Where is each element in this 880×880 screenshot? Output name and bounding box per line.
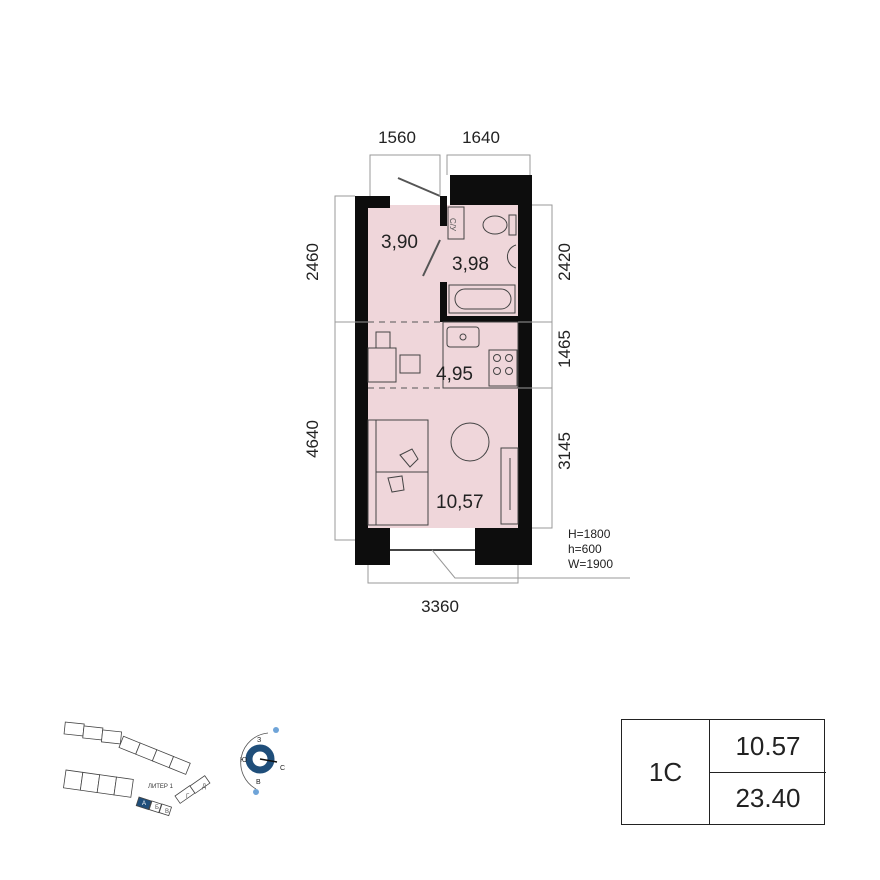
dim-right-2: 1465 [555, 330, 574, 368]
dim-top-right: 1640 [462, 128, 500, 147]
compass [240, 727, 279, 795]
section-d: Д [202, 784, 206, 790]
site-map [63, 721, 211, 817]
total-area-value: 23.40 [735, 782, 801, 813]
section-a: А [142, 801, 146, 807]
section-g: Г [186, 794, 190, 800]
living-area-value: 10.57 [710, 720, 826, 773]
hall-area: 3,90 [381, 232, 418, 253]
dim-left-bottom: 4640 [303, 420, 322, 458]
apartment-type: 1С [622, 720, 710, 824]
window-sill: h=600 [568, 542, 602, 556]
bathroom-tag: С/У [448, 218, 457, 232]
dim-bottom: 3360 [421, 597, 459, 616]
section-a-active [135, 796, 152, 811]
section-b: Б [155, 805, 159, 811]
living-area: 10,57 [436, 492, 484, 513]
dim-left-top: 2460 [303, 243, 322, 281]
fixtures-and-furniture [367, 206, 519, 526]
kitchen-area: 4,95 [436, 364, 473, 385]
compass-west: З [257, 737, 261, 744]
bathroom-door [422, 239, 441, 277]
window-height: H=1800 [568, 527, 611, 541]
dim-right-1: 2420 [555, 243, 574, 281]
sun-icon [253, 789, 259, 795]
window-width: W=1900 [568, 557, 613, 571]
compass-north: С [280, 765, 285, 772]
sun-icon [273, 727, 279, 733]
compass-east: В [256, 779, 261, 786]
entry-door [397, 177, 441, 197]
apartment-summary: 1С 10.57 23.40 [621, 719, 826, 825]
walls [355, 175, 532, 565]
dimension-lines [334, 154, 630, 584]
bathroom-area: 3,98 [452, 254, 489, 275]
compass-south: Ю [240, 757, 247, 764]
section-v: В [165, 809, 169, 815]
building-label: ЛИТЕР 1 [148, 784, 174, 790]
dim-right-3: 3145 [555, 432, 574, 470]
dim-top-left: 1560 [378, 128, 416, 147]
